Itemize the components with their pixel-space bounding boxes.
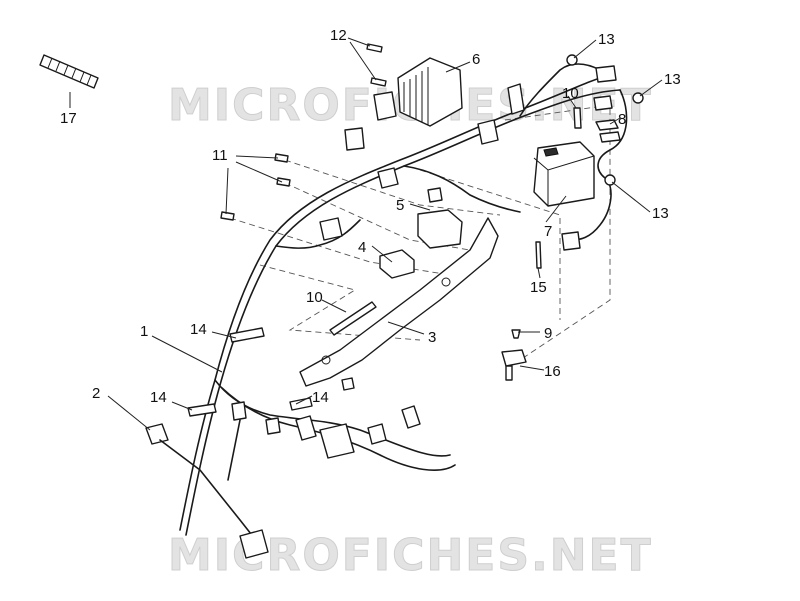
callout-10-lower: 10 [306, 289, 323, 306]
item-5-control-unit [417, 209, 463, 249]
item-10-tube-lower [329, 301, 377, 336]
item-9-screw [511, 329, 521, 339]
item-4-relay [379, 249, 415, 279]
harness-connectors [231, 65, 617, 459]
item-12-screws [366, 43, 387, 87]
callout-10-upper: 10 [562, 85, 579, 102]
item-2-lambda-sensor [145, 423, 269, 559]
callout-6: 6 [472, 51, 480, 68]
callout-2: 2 [92, 385, 100, 402]
callout-12: 12 [330, 27, 347, 44]
item-11-screws [220, 153, 291, 221]
callout-labels: 17 1 2 3 4 5 6 7 8 9 10 10 11 12 13 13 1… [60, 27, 681, 406]
callout-15: 15 [530, 279, 547, 296]
item-15-pin [535, 241, 542, 269]
callout-13-lower: 13 [652, 205, 669, 222]
callout-9: 9 [544, 325, 552, 342]
callout-5: 5 [396, 197, 404, 214]
callout-14-left: 14 [150, 389, 167, 406]
callout-13-right: 13 [664, 71, 681, 88]
callout-14-center: 14 [312, 389, 329, 406]
item-17-sleeve [39, 54, 99, 89]
item-16-switch [501, 349, 527, 381]
callout-3: 3 [428, 329, 436, 346]
callout-11: 11 [212, 147, 228, 164]
leader-lines [69, 37, 663, 431]
callout-17: 17 [60, 110, 77, 127]
callout-1: 1 [140, 323, 148, 340]
item-3-bracket [299, 217, 499, 387]
item-8-pads [595, 119, 621, 143]
callout-7: 7 [544, 223, 552, 240]
callout-4: 4 [358, 239, 366, 256]
callout-16: 16 [544, 363, 561, 380]
callout-14-upper: 14 [190, 321, 207, 338]
item-7-battery [533, 141, 595, 207]
item-10-tube-upper [573, 107, 582, 129]
callout-13-top: 13 [598, 31, 615, 48]
item-6-voltage-regulator [344, 57, 463, 151]
callout-8: 8 [618, 111, 626, 128]
item-14-ties [187, 327, 313, 417]
